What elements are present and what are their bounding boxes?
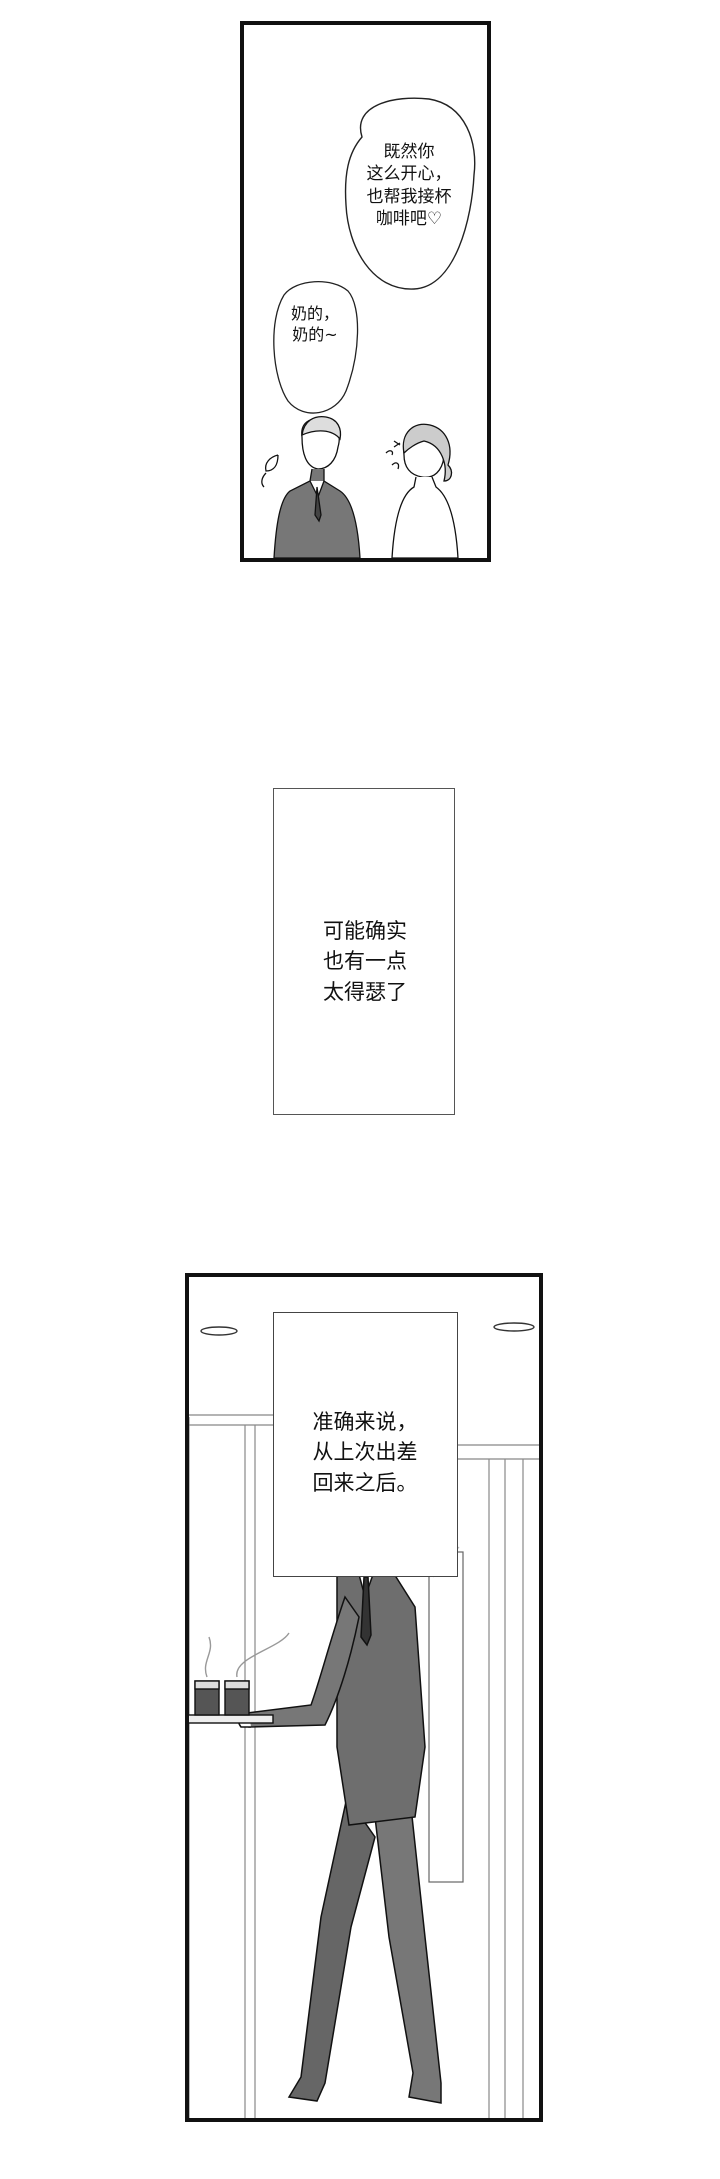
narration-line: 太得瑟了 — [323, 979, 407, 1004]
panel-1-art — [261, 97, 476, 558]
coffee-tray — [189, 1632, 290, 1724]
narration-line: 也有一点 — [323, 949, 407, 974]
speech-line: 也帮我接杯 — [366, 186, 452, 207]
ceiling-light — [493, 1322, 535, 1332]
speech-bubble-1 — [344, 97, 476, 290]
narration-text: 准确来说， 从上次出差 回来之后。 — [274, 1407, 456, 1498]
speech-line: 奶的~ — [292, 325, 338, 345]
corridor-background — [189, 1414, 539, 2118]
narration-line: 回来之后。 — [312, 1470, 418, 1495]
narration-box: 准确来说， 从上次出差 回来之后。 — [273, 1312, 458, 1577]
narration-line: 可能确实 — [323, 919, 407, 943]
speech-bubble-2 — [273, 280, 359, 414]
speech-line: 咖啡吧♡ — [375, 209, 443, 230]
narration-text: 可能确实 也有一点 太得瑟了 — [274, 916, 454, 1007]
speech-line: 这么开心， — [366, 164, 452, 185]
man-figure — [261, 415, 361, 558]
narration-panel: 可能确实 也有一点 太得瑟了 — [273, 788, 455, 1115]
speech-bubble-1-text: 既然你 这么开心， 也帮我接杯 咖啡吧♡ — [344, 141, 474, 231]
speech-line: 奶的， — [290, 304, 339, 323]
comic-panel-3: 准确来说， 从上次出差 回来之后。 — [185, 1273, 543, 2122]
woman-figure — [385, 423, 459, 558]
comic-panel-1: 既然你 这么开心， 也帮我接杯 咖啡吧♡ 奶的， 奶的~ — [240, 21, 491, 562]
narration-line: 准确来说， — [312, 1410, 418, 1434]
speech-bubble-2-text: 奶的， 奶的~ — [274, 303, 356, 345]
narration-line: 从上次出差 — [312, 1440, 418, 1465]
speech-line: 既然你 — [383, 142, 435, 162]
ceiling-light — [200, 1326, 238, 1336]
